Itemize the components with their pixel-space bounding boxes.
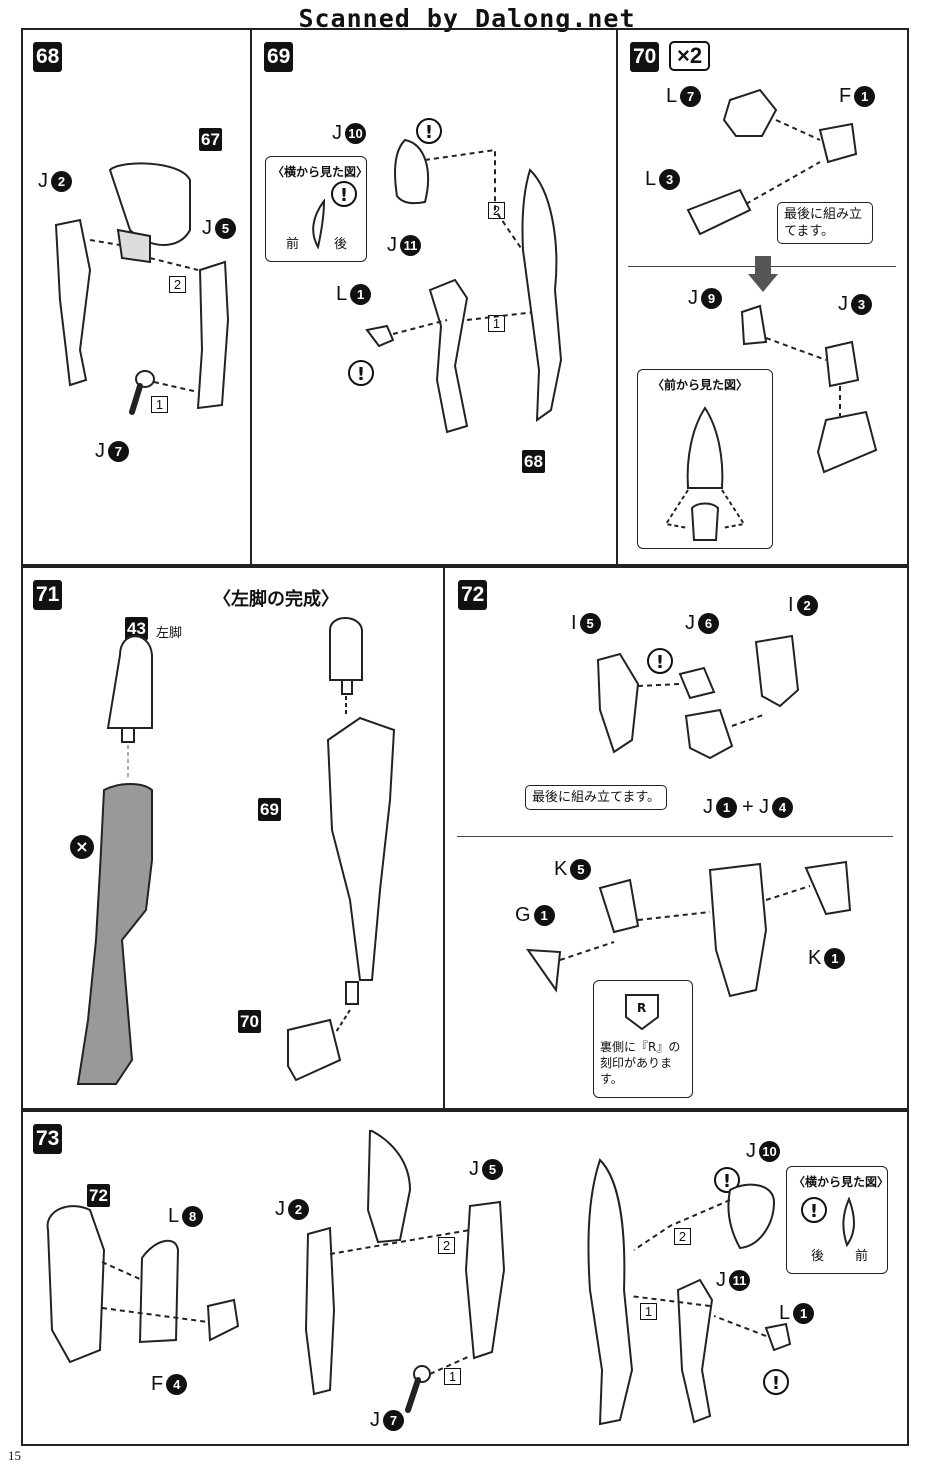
caution-icon: ! (801, 1197, 827, 1223)
row-top-frame (21, 28, 909, 566)
reference-tag: 67 (199, 128, 222, 151)
page-number: 15 (8, 1448, 21, 1463)
order-number: 2 (674, 1228, 691, 1245)
left-leg-label: 左脚 (156, 626, 183, 641)
caution-icon: ! (763, 1369, 789, 1395)
front-view-box: 〈前から見た図〉 (637, 369, 773, 549)
order-number: 1 (488, 315, 505, 332)
ng-mark-text: × (75, 837, 89, 856)
step-number: 73 (33, 1124, 63, 1154)
side-profile-drawing (312, 199, 326, 249)
ng-mark: × (70, 835, 94, 859)
reference-tag: 70 (238, 1010, 261, 1033)
divider (443, 566, 445, 1110)
order-number: 2 (438, 1237, 455, 1254)
r-stamp-shield: R (622, 991, 662, 1031)
order-number: 1 (640, 1303, 657, 1320)
order-number: 1 (444, 1368, 461, 1385)
down-arrow-icon (748, 256, 778, 292)
row-middle-frame (21, 566, 909, 1110)
divider (250, 28, 252, 566)
side-view-title: 〈横から見た図〉 (272, 165, 369, 179)
part-drawing (54, 162, 230, 415)
step-number: 68 (33, 42, 63, 72)
order-number: 2 (488, 202, 505, 219)
reference-tag: 43 (125, 617, 148, 640)
row-bottom-frame (21, 1110, 909, 1446)
caution-icon: ! (647, 648, 673, 674)
step-number: 69 (264, 42, 294, 72)
reference-tag: 69 (258, 798, 281, 821)
side-view-box: 〈横から見た図〉 ! 後 前 (786, 1166, 890, 1274)
front-label: 前 (286, 237, 300, 252)
plus-sign: + (742, 796, 754, 818)
r-stamp-mark: R (637, 1001, 647, 1015)
caution-icon: ! (348, 360, 374, 386)
part-drawing (525, 634, 852, 998)
part-drawing (686, 88, 878, 474)
step-number: 71 (33, 580, 63, 610)
caution-icon: ! (331, 181, 357, 207)
order-number: 2 (169, 276, 186, 293)
part-drawing (76, 617, 396, 1085)
divider (457, 836, 893, 837)
part-drawing (46, 1130, 792, 1426)
assembly-note: 最後に組み立てます。 (777, 202, 873, 244)
side-profile-drawing (842, 1197, 855, 1247)
divider (616, 28, 618, 566)
assembly-note: 最後に組み立てます。 (525, 785, 668, 810)
part-drawing (365, 138, 563, 434)
back-label: 後 (811, 1249, 825, 1264)
order-number: 1 (151, 396, 168, 413)
completion-title: 〈左脚の完成〉 (213, 589, 339, 610)
reference-tag: 72 (87, 1184, 110, 1207)
quantity-multiplier: ×2 (669, 41, 711, 71)
stamp-note: 裏側に『R』の刻印があります。 (600, 1040, 681, 1086)
back-label: 後 (334, 237, 348, 252)
side-view-box: 〈横から見た図〉 前 後 (265, 156, 369, 262)
step-number: 72 (458, 580, 488, 610)
reference-tag: 68 (522, 450, 545, 473)
step-number: 70 (630, 42, 660, 72)
front-label: 前 (855, 1249, 869, 1264)
front-view-title: 〈前から見た図〉 (652, 378, 749, 392)
caution-icon: ! (416, 118, 442, 144)
front-profile-drawing (664, 406, 746, 541)
side-view-title: 〈横から見た図〉 (793, 1175, 890, 1189)
stamp-note-box: R 裏側に『R』の刻印があります。 (593, 980, 693, 1098)
